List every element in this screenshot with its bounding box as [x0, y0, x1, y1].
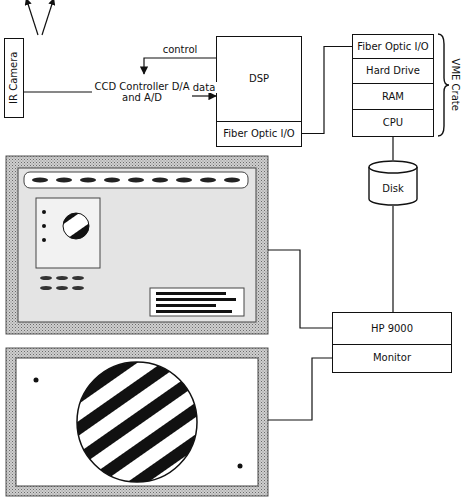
node-text: HP 9000	[371, 323, 413, 335]
fiber-io-box: Fiber Optic I/O	[216, 121, 302, 147]
screen-lower	[6, 348, 268, 496]
monitor-box: Monitor	[332, 344, 452, 373]
node-text: RAM	[382, 91, 404, 103]
video-wire	[268, 358, 332, 420]
node-text: Hard Drive	[366, 65, 420, 77]
connector	[302, 47, 352, 134]
ram-box: RAM	[352, 83, 434, 110]
connector	[192, 95, 216, 96]
node-text: Monitor	[373, 352, 411, 364]
ray	[28, 4, 38, 35]
ray	[42, 4, 52, 35]
signal-label: data	[191, 82, 218, 93]
cpu-box: CPU	[352, 109, 434, 137]
disk-cylinder: Disk	[368, 160, 418, 206]
connector	[24, 91, 92, 92]
connector	[392, 137, 393, 161]
group-label: VME Crate	[449, 59, 461, 111]
node-text: IR Camera	[8, 52, 20, 104]
node-text: CPU	[383, 117, 403, 129]
connector	[392, 206, 393, 312]
screen-upper	[6, 156, 268, 334]
video-wire	[268, 250, 332, 328]
fiber-io-box: Fiber Optic I/O	[352, 34, 434, 59]
computer-box: HP 9000	[332, 312, 452, 345]
node-text: Fiber Optic I/O	[223, 128, 294, 140]
connector	[144, 58, 216, 74]
node-text: Disk	[382, 183, 403, 195]
node-text: DSP	[249, 73, 269, 85]
camera-box: IR Camera	[4, 38, 24, 118]
drive-box: Hard Drive	[352, 58, 434, 85]
bracket	[438, 34, 449, 136]
signal-label: control	[161, 44, 200, 55]
controller-label-box: CCD Controller D/A and A/D	[92, 74, 192, 110]
node-text: CCD Controller D/A and A/D	[92, 81, 192, 104]
node-text: Fiber Optic I/O	[357, 41, 428, 53]
cylinder-outline	[368, 160, 418, 206]
dsp-box: DSP	[216, 36, 302, 122]
